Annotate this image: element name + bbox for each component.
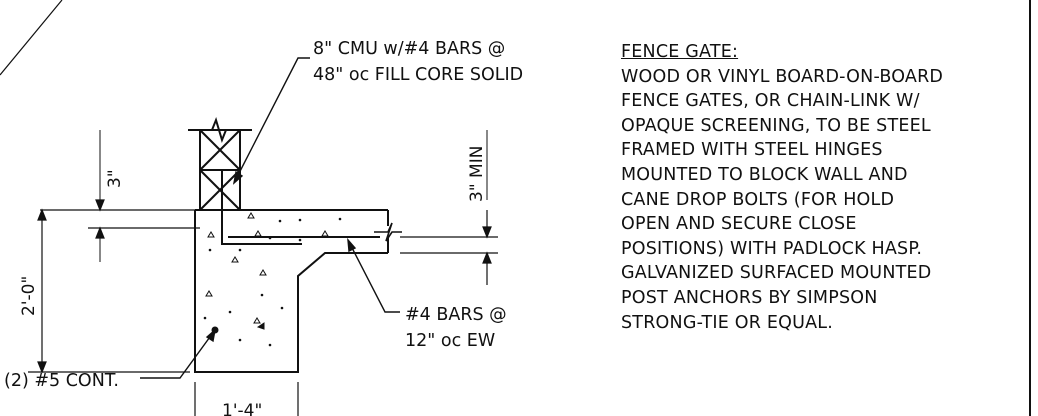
concrete-aggregate-hatch <box>203 212 342 347</box>
dimension-top-left <box>40 130 200 262</box>
note-line: OPEN AND SECURE CLOSE <box>621 214 857 235</box>
note-line: FENCE GATES, OR CHAIN-LINK W/ <box>621 91 920 112</box>
cmu-callout-line2: 48" oc FILL CORE SOLID <box>313 65 523 85</box>
dimension-bottom <box>194 382 299 416</box>
note-line: STRONG-TIE OR EQUAL. <box>621 312 833 333</box>
wall-break-symbol <box>188 116 252 144</box>
dim-top-left-label: 3" <box>105 169 125 188</box>
dim-bottom-label: 1'-4" <box>222 401 262 416</box>
slab-bars-callout-line1: #4 BARS @ <box>405 305 507 325</box>
note-line: POST ANCHORS BY SIMPSON <box>621 287 878 308</box>
diagonal-leader-line <box>0 0 63 76</box>
dim-slab-min-label: 3" MIN <box>467 146 487 202</box>
leader-slab-bars <box>347 237 400 313</box>
dimension-slab-min <box>400 130 498 285</box>
leader-cmu <box>232 57 310 185</box>
dimension-footing-depth <box>28 208 190 374</box>
cmu-wall <box>188 116 252 211</box>
note-line: CANE DROP BOLTS (FOR HOLD <box>621 189 895 210</box>
note-line: MOUNTED TO BLOCK WALL AND <box>621 164 908 185</box>
cmu-callout-line1: 8" CMU w/#4 BARS @ <box>313 39 505 59</box>
note-line: POSITIONS) WITH PADLOCK HASP. <box>621 238 923 259</box>
note-title: FENCE GATE: <box>621 42 739 62</box>
slab-bars-callout-line2: 12" oc EW <box>405 331 495 351</box>
slab-break-symbol <box>374 222 402 242</box>
note-line: WOOD OR VINYL BOARD-ON-BOARD <box>621 66 944 87</box>
leader-cont-bars <box>140 328 217 379</box>
dowel-rebar <box>221 170 302 245</box>
note-line: OPAQUE SCREENING, TO BE STEEL <box>621 115 931 136</box>
fence-gate-note: FENCE GATE: WOOD OR VINYL BOARD-ON-BOARD… <box>621 40 1031 335</box>
dim-footing-depth-label: 2'-0" <box>19 276 39 316</box>
note-line: GALVANIZED SURFACED MOUNTED <box>621 263 932 284</box>
note-line: FRAMED WITH STEEL HINGES <box>621 140 883 161</box>
concrete-footing <box>194 170 402 373</box>
cont-bars-callout: (2) #5 CONT. <box>4 371 119 391</box>
